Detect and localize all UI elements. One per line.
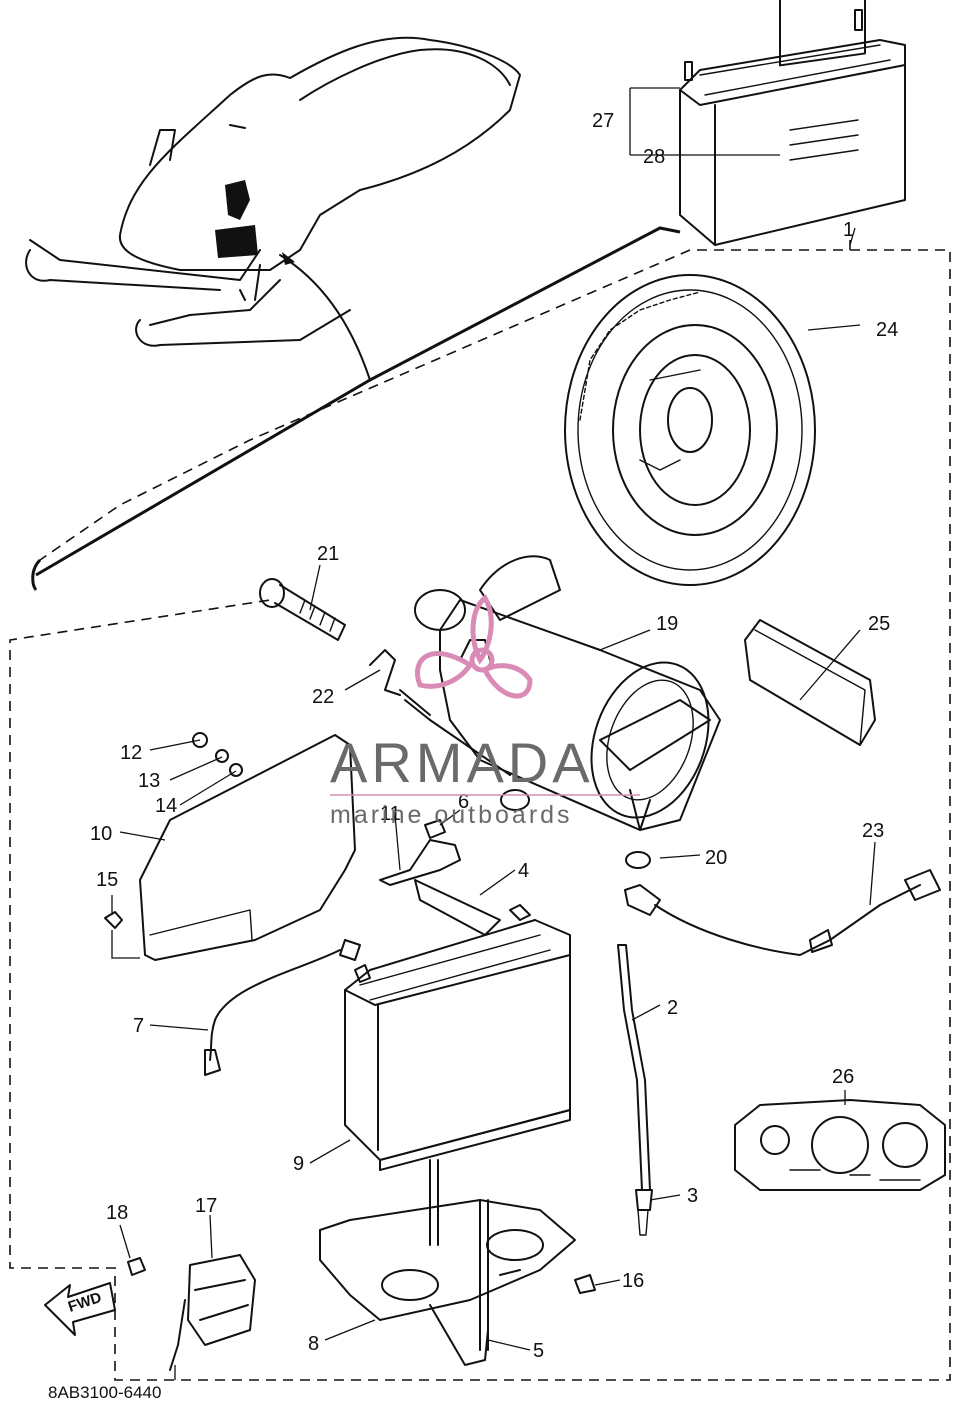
fwd-label: FWD bbox=[66, 1289, 104, 1316]
battery-9-illustration bbox=[344, 904, 571, 1171]
callout-14: 14 bbox=[155, 795, 177, 817]
bolt-21-illustration bbox=[259, 578, 346, 641]
callout-16: 16 bbox=[622, 1270, 644, 1292]
callout-11: 11 bbox=[380, 803, 401, 825]
relay-17-illustration bbox=[127, 1254, 596, 1371]
callout-24: 24 bbox=[876, 319, 898, 341]
callout-12: 12 bbox=[120, 742, 142, 764]
callout-13: 13 bbox=[138, 770, 160, 792]
callout-21: 21 bbox=[317, 543, 339, 565]
armada-watermark: ARMADA marine outboards bbox=[330, 594, 640, 829]
armada-logo bbox=[414, 594, 533, 699]
callout-20: 20 bbox=[705, 847, 727, 869]
terminal-22-illustration bbox=[369, 649, 530, 811]
callout-17: 17 bbox=[195, 1195, 217, 1217]
callout-22: 22 bbox=[312, 686, 334, 708]
callout-28: 28 bbox=[643, 146, 665, 168]
callout-25: 25 bbox=[868, 613, 890, 635]
callout-18: 18 bbox=[106, 1202, 128, 1224]
callout-5: 5 bbox=[533, 1340, 544, 1362]
callout-8: 8 bbox=[308, 1333, 319, 1355]
callout-2: 2 bbox=[667, 997, 678, 1019]
callout-1: 1 bbox=[843, 219, 854, 241]
callout-3: 3 bbox=[687, 1185, 698, 1207]
drawing-code: 8AB3100-6440 bbox=[48, 1383, 161, 1402]
tube-2-illustration bbox=[617, 944, 653, 1236]
callout-26: 26 bbox=[832, 1066, 854, 1088]
snowmobile-illustration bbox=[25, 36, 681, 591]
callout-7: 7 bbox=[133, 1015, 144, 1037]
callout-27: 27 bbox=[592, 110, 614, 132]
plug-lead-illustration bbox=[624, 851, 941, 956]
callout-9: 9 bbox=[293, 1153, 304, 1175]
flywheel-illustration bbox=[564, 274, 816, 586]
callout-19: 19 bbox=[656, 613, 678, 635]
callout-6: 6 bbox=[458, 791, 469, 813]
gauge-panel-illustration bbox=[734, 1099, 946, 1191]
battery-top-illustration bbox=[679, 0, 906, 246]
callout-labels: 1 2 3 4 5 6 7 8 9 10 11 12 13 14 15 16 1… bbox=[90, 110, 898, 1362]
group-border bbox=[9, 240, 951, 1381]
watermark-title: ARMADA bbox=[330, 731, 594, 794]
callout-23: 23 bbox=[862, 820, 884, 842]
cable-7-illustration bbox=[204, 939, 361, 1076]
leader-lines bbox=[111, 87, 876, 1380]
callout-4: 4 bbox=[518, 860, 529, 882]
bracket-8-illustration bbox=[319, 1159, 576, 1366]
callout-15: 15 bbox=[96, 869, 118, 891]
watermark-subtitle: marine outboards bbox=[330, 801, 573, 829]
pad-25-illustration bbox=[744, 619, 876, 746]
fwd-arrow: FWD bbox=[44, 1282, 116, 1336]
callout-10: 10 bbox=[90, 823, 112, 845]
